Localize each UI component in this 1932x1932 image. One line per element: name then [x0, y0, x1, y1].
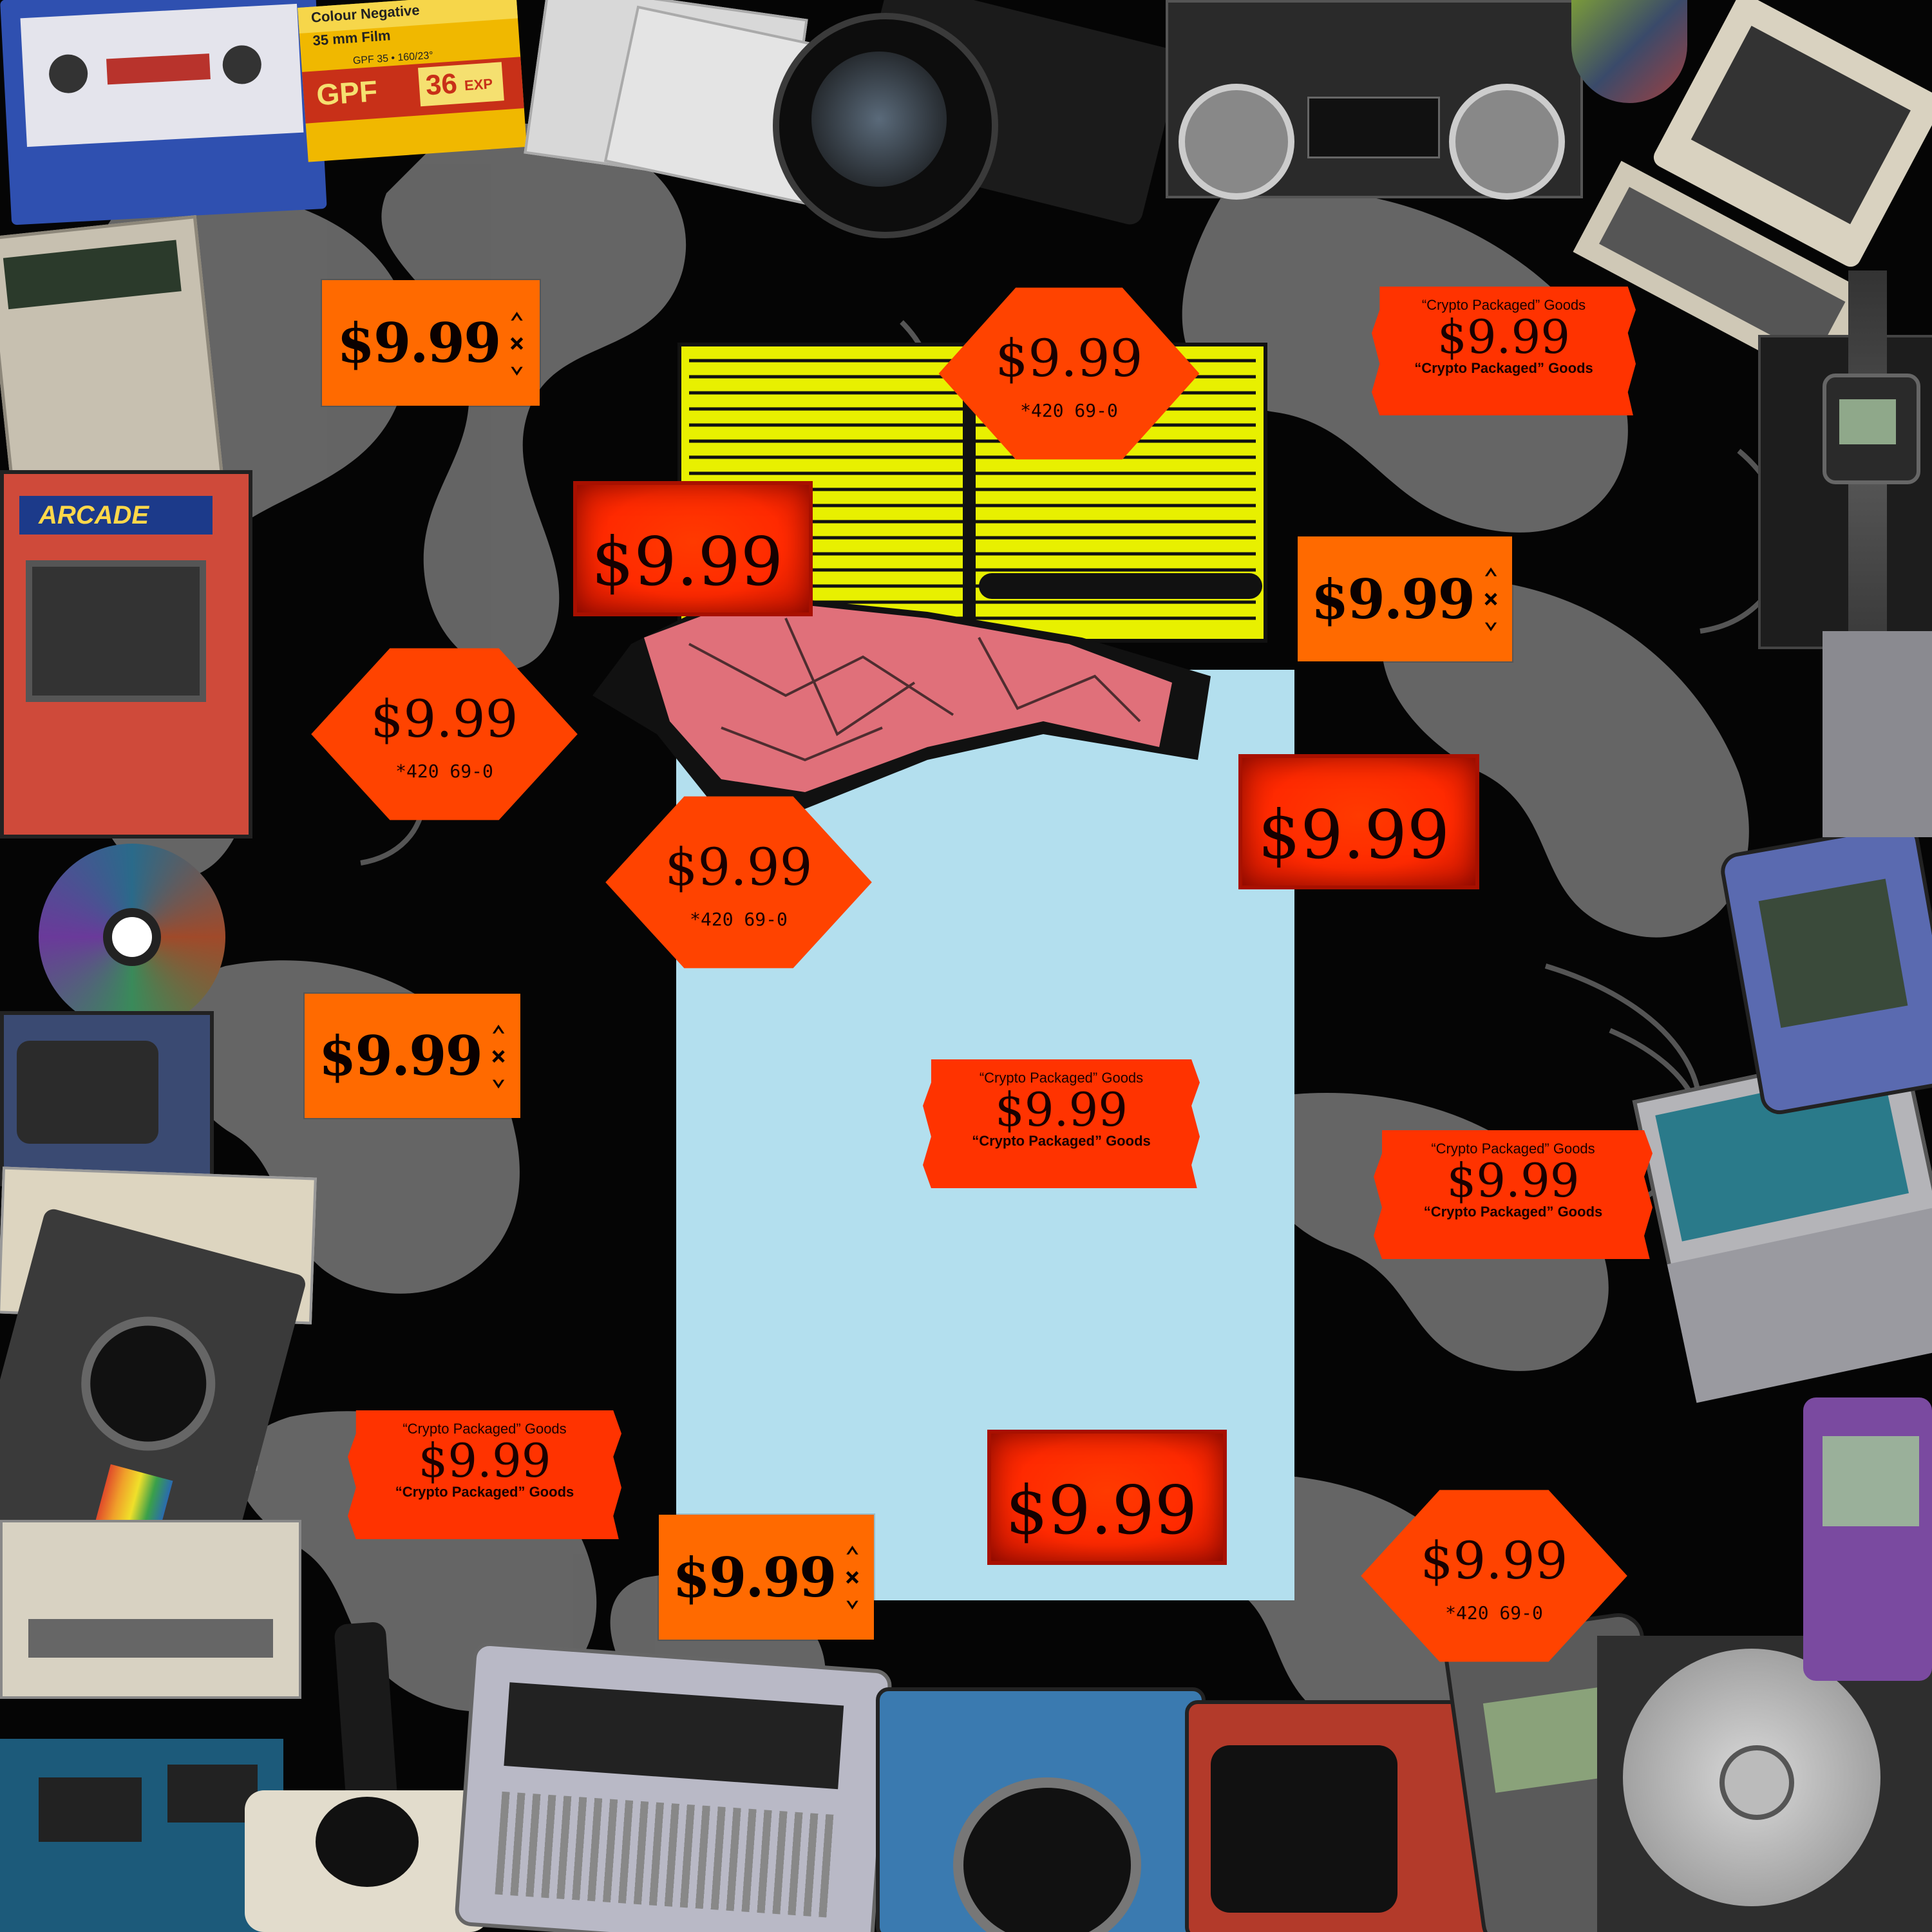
tag-code: *420 69-0: [1020, 399, 1118, 421]
price-text: $9.99: [370, 689, 518, 750]
hard-drive: [1597, 1636, 1932, 1932]
wrist-watch: [1823, 270, 1920, 683]
handheld-game-console: [1803, 1397, 1932, 1681]
tag-caption: “Crypto Packaged” Goods: [395, 1484, 574, 1500]
price-text: $9.99: [1258, 795, 1450, 874]
blue-camera: [876, 1687, 1206, 1932]
tag-code: *420 69-0: [690, 908, 788, 930]
cassette-tape: [0, 0, 327, 225]
price-tag-orange: $9.99 ⌃×⌄: [1298, 536, 1512, 661]
pink-foil: [592, 592, 1211, 811]
price-text: $9.99: [672, 1545, 837, 1609]
tag-symbol-icon: ⌃×⌄: [844, 1542, 860, 1613]
price-text: $9.99: [337, 311, 501, 375]
tag-caption: “Crypto Packaged” Goods: [402, 1421, 567, 1437]
compact-disc-icon: [39, 844, 225, 1030]
tag-caption: “Crypto Packaged” Goods: [1431, 1141, 1595, 1157]
price-tag-diamond: $9.99 *420 69-0: [587, 789, 890, 976]
price-text: $9.99: [1446, 1153, 1580, 1208]
vcr-player: [0, 1520, 301, 1699]
price-tag-diamond: $9.99 *420 69-0: [293, 641, 596, 828]
tag-symbol-icon: ⌃×⌄: [1482, 564, 1499, 634]
film-box: Colour Negative 35 mm Film GPF 35 • 160/…: [298, 0, 527, 162]
tag-caption: “Crypto Packaged” Goods: [1421, 297, 1586, 313]
price-text: $9.99: [665, 837, 813, 898]
price-tag-diamond: $9.99 *420 69-0: [921, 280, 1217, 467]
red-television: [1185, 1700, 1495, 1932]
joystick: [245, 1621, 489, 1932]
price-tag-red: $9.99: [987, 1430, 1227, 1565]
arcade-cabinet: ARCADE: [0, 470, 252, 838]
price-tag-orange: $9.99 ⌃×⌄: [659, 1515, 874, 1640]
tag-symbol-icon: ⌃×⌄: [490, 1020, 507, 1092]
compact-disc-icon: [1571, 0, 1687, 103]
price-tag-orange: $9.99 ⌃×⌄: [322, 280, 540, 406]
boombox: [1166, 0, 1583, 200]
tag-symbol-icon: ⌃×⌄: [509, 307, 525, 379]
tag-caption: “Crypto Packaged” Goods: [1414, 360, 1593, 376]
retro-monitor: [0, 1011, 214, 1186]
tag-caption: “Crypto Packaged” Goods: [972, 1133, 1151, 1149]
tag-code: *420 69-0: [395, 760, 493, 782]
price-tag-crypto: “Crypto Packaged” Goods $9.99 “Crypto Pa…: [1374, 1130, 1653, 1259]
tag-caption: “Crypto Packaged” Goods: [979, 1070, 1144, 1086]
film-exp-label: EXP: [464, 75, 493, 94]
radio: [453, 1641, 893, 1932]
price-text: $9.99: [318, 1024, 483, 1088]
price-text: $9.99: [1437, 310, 1571, 364]
handheld-device: [1823, 631, 1932, 837]
tag-code: *420 69-0: [1445, 1602, 1543, 1624]
price-text: $9.99: [1005, 1471, 1197, 1549]
price-text: $9.99: [995, 328, 1143, 389]
arcade-logo: ARCADE: [39, 501, 149, 529]
price-text: $9.99: [418, 1434, 551, 1488]
film-exposures: 36: [424, 68, 459, 102]
price-text: $9.99: [1420, 1531, 1568, 1591]
price-tag-crypto: “Crypto Packaged” Goods $9.99 “Crypto Pa…: [923, 1059, 1200, 1188]
price-tag-red: $9.99: [1238, 754, 1479, 889]
circuit-board: [0, 1739, 283, 1932]
price-tag-crypto: “Crypto Packaged” Goods $9.99 “Crypto Pa…: [348, 1410, 621, 1539]
tag-caption: “Crypto Packaged” Goods: [1423, 1204, 1603, 1220]
film-brand: GPF: [315, 73, 379, 112]
slr-camera: [773, 0, 1183, 238]
price-text: $9.99: [1311, 567, 1475, 631]
price-text: $9.99: [994, 1083, 1128, 1137]
price-tag-crypto: “Crypto Packaged” Goods $9.99 “Crypto Pa…: [1372, 287, 1636, 415]
price-tag-orange: $9.99 ⌃×⌄: [305, 994, 520, 1118]
price-tag-diamond: $9.99 *420 69-0: [1343, 1482, 1645, 1669]
price-text: $9.99: [591, 522, 783, 601]
price-tag-red: $9.99: [573, 481, 813, 616]
